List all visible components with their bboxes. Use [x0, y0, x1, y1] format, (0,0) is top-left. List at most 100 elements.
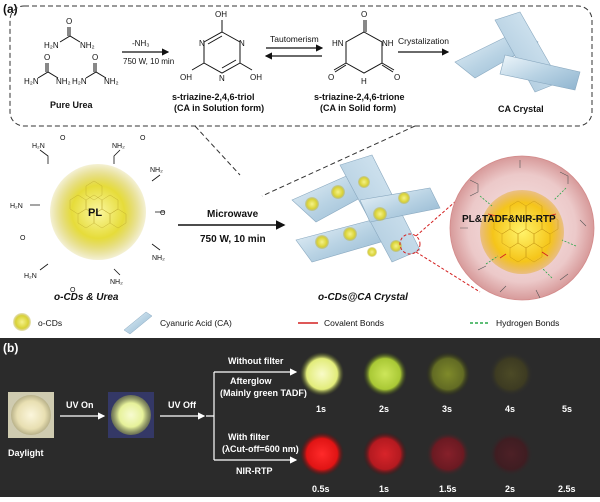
daylight-label: Daylight [8, 448, 44, 458]
legend-ocd-swatch [13, 313, 31, 331]
nir-photo [426, 432, 470, 476]
dashed-callout-line [261, 125, 416, 197]
svg-text:H₂N: H₂N [32, 143, 45, 150]
step1-condition-top: -NH₃ [132, 39, 149, 48]
legend-ca-label: Cyanuric Acid (CA) [160, 318, 232, 328]
panel-a-svg: (a) O H₂N NH₂ O O H₂N NH₂ H₂N NH₂ [3, 2, 595, 335]
cutoff-label: (λCut-off=600 nm) [222, 444, 299, 454]
svg-text:NH₂: NH₂ [80, 41, 95, 50]
microwave-label: Microwave [207, 209, 259, 220]
panel-a: (a) O H₂N NH₂ O O H₂N NH₂ H₂N NH₂ [3, 2, 595, 335]
triol-subtitle: (CA in Solution form) [174, 103, 264, 113]
ocd-urea-illustration: H₂N NH₂ NH₂ NH₂ H₂N NH₂ H₂N O O O O O [10, 135, 166, 294]
nir-photo [363, 432, 407, 476]
nir-time: 2s [505, 484, 515, 494]
triol-n-bottom: N [219, 74, 225, 83]
svg-text:O: O [328, 73, 334, 82]
nir-rtp-label: NIR-RTP [236, 466, 273, 476]
step1-condition-bottom: 750 W, 10 min [123, 57, 174, 66]
afterglow-time: 1s [316, 404, 326, 414]
trione-subtitle: (CA in Solid form) [320, 103, 396, 113]
triol-structure [191, 20, 253, 74]
urea-molecule-structures [37, 27, 107, 79]
nir-time: 2.5s [558, 484, 576, 494]
triol-n-right: N [239, 39, 245, 48]
svg-text:O: O [140, 135, 146, 142]
svg-text:O: O [394, 73, 400, 82]
legend: o-CDs Cyanuric Acid (CA) Covalent Bonds … [13, 311, 559, 335]
afterglow-photo-series [300, 352, 533, 396]
svg-text:H₂N: H₂N [44, 41, 59, 50]
panel-b: (b) Daylight UV On UV Off Without filter… [0, 338, 600, 497]
svg-text:H₂N: H₂N [72, 77, 87, 86]
triol-oh-right: OH [250, 73, 262, 82]
legend-covalent-label: Covalent Bonds [324, 318, 384, 328]
nir-time: 1s [379, 484, 389, 494]
afterglow-sub-label: (Mainly green TADF) [220, 388, 307, 398]
panel-b-label: (b) [3, 341, 18, 355]
afterglow-photo [363, 352, 407, 396]
afterglow-time: 2s [379, 404, 389, 414]
svg-text:NH: NH [382, 39, 394, 48]
branch-lines [206, 372, 215, 460]
triol-oh-left: OH [180, 73, 192, 82]
svg-text:O: O [66, 17, 72, 26]
svg-text:O: O [60, 135, 66, 142]
svg-text:H₂N: H₂N [24, 273, 37, 280]
ocd-urea-label: o-CDs & Urea [54, 292, 119, 303]
nir-photo [300, 432, 344, 476]
legend-ocd-label: o-CDs [38, 318, 62, 328]
svg-text:O: O [160, 210, 166, 217]
afterglow-time: 5s [562, 404, 572, 414]
ocd-ca-crystal-label: o-CDs@CA Crystal [318, 292, 408, 303]
svg-text:NH₂: NH₂ [56, 77, 71, 86]
ca-crystal-image [454, 11, 581, 93]
svg-text:NH₂: NH₂ [104, 77, 119, 86]
svg-text:O: O [20, 235, 26, 242]
panel-b-svg: (b) Daylight UV On UV Off Without filter… [3, 341, 576, 494]
afterglow-label: Afterglow [230, 376, 272, 386]
svg-text:NH₂: NH₂ [152, 255, 165, 262]
without-filter-label: Without filter [228, 356, 284, 366]
uv-on-label: UV On [66, 400, 94, 410]
svg-text:H: H [361, 77, 367, 86]
svg-text:O: O [92, 53, 98, 62]
svg-text:O: O [70, 287, 76, 294]
afterglow-photo [489, 352, 533, 396]
with-filter-label: With filter [228, 432, 270, 442]
legend-hydrogen-label: Hydrogen Bonds [496, 318, 559, 328]
reaction-scheme-frame [9, 5, 593, 127]
legend-ca-swatch [123, 311, 153, 335]
svg-text:O: O [44, 53, 50, 62]
crystallization-label: Crystalization [398, 36, 449, 46]
trione-structure [333, 20, 395, 74]
svg-text:H₂N: H₂N [24, 77, 39, 86]
afterglow-photo [426, 352, 470, 396]
pure-urea-label: Pure Urea [50, 100, 94, 110]
afterglow-time: 4s [505, 404, 515, 414]
trione-name: s-triazine-2,4,6-trione [314, 92, 405, 102]
afterglow-photo [300, 352, 344, 396]
triol-name: s-triazine-2,4,6-triol [172, 92, 255, 102]
triol-oh-top: OH [215, 10, 227, 19]
ca-crystal-label: CA Crystal [498, 104, 544, 114]
tautomerism-label: Tautomerism [270, 34, 319, 44]
zoom-sphere [449, 155, 595, 301]
svg-text:NH₂: NH₂ [150, 167, 163, 174]
svg-text:H₂N: H₂N [10, 203, 23, 210]
urea-atom-labels: O H₂N NH₂ O O H₂N NH₂ H₂N NH₂ [24, 17, 119, 86]
zoom-sphere-label: PL&TADF&NIR-RTP [462, 214, 556, 225]
nir-photo-series [300, 432, 533, 476]
svg-text:NH₂: NH₂ [110, 279, 123, 286]
trione-nh-labels: HN [332, 39, 344, 48]
svg-text:NH₂: NH₂ [112, 143, 125, 150]
pl-label: PL [88, 207, 102, 219]
microwave-condition: 750 W, 10 min [200, 234, 266, 245]
afterglow-time-labels: 1s 2s 3s 4s 5s [316, 404, 572, 414]
dashed-callout-line [194, 125, 241, 176]
nir-time: 1.5s [439, 484, 457, 494]
panel-a-label: (a) [3, 2, 18, 16]
nir-time-labels: 0.5s 1s 1.5s 2s 2.5s [312, 484, 576, 494]
nir-time: 0.5s [312, 484, 330, 494]
